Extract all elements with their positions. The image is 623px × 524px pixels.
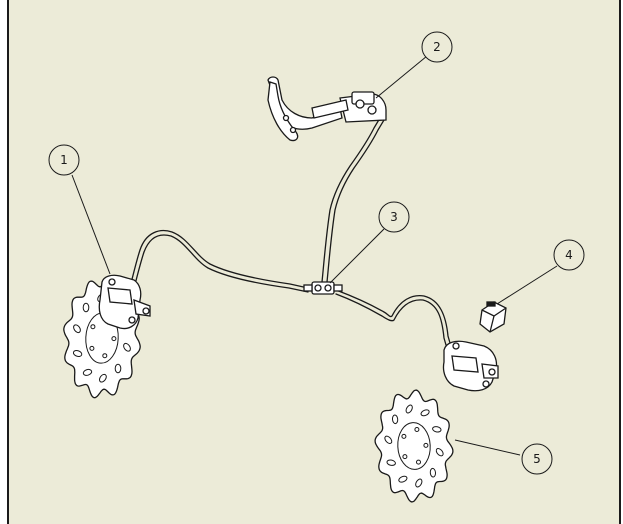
callout-4: 4	[553, 239, 585, 271]
disc-bolt-hole	[414, 427, 420, 432]
callout-2-label: 2	[433, 40, 441, 54]
disc-bolt-hole	[416, 459, 421, 465]
disc-slot	[123, 342, 131, 352]
disc-bolt-hole	[402, 454, 408, 460]
disc-slot	[73, 324, 81, 334]
disc-outline	[374, 389, 454, 503]
disc-slot	[432, 426, 442, 433]
disc-bolt-hole	[111, 336, 117, 342]
callout-3: 3	[378, 201, 410, 233]
disc-hub	[397, 422, 431, 470]
callout-1-label: 1	[60, 153, 68, 167]
disc-bolt-hole	[102, 353, 108, 359]
disc-bolt-hole	[401, 433, 407, 439]
disc-slot	[429, 467, 437, 478]
disc-slot	[391, 414, 399, 425]
callout-3-label: 3	[390, 210, 398, 224]
disc-slot	[415, 478, 423, 488]
disc-bolt-hole	[90, 324, 96, 330]
brake-lever-master-cylinder	[267, 76, 387, 142]
callout-5: 5	[521, 443, 553, 475]
disc-slot	[386, 459, 396, 466]
disc-slot	[114, 363, 122, 374]
disc-slot	[405, 404, 413, 414]
disc-slot	[82, 368, 93, 376]
callout-5-label: 5	[533, 452, 541, 466]
callout-2: 2	[421, 31, 453, 63]
callout-4-label: 4	[565, 248, 573, 262]
brake-hose-lines	[127, 117, 453, 353]
disc-slot	[72, 350, 83, 357]
disc-bolt-hole	[423, 442, 429, 448]
disc-slot	[398, 475, 408, 483]
disc-slot	[82, 302, 90, 313]
disc-slot	[98, 373, 107, 383]
callout-leaders	[71, 55, 558, 456]
right-brake-caliper	[442, 340, 499, 392]
disc-slot	[420, 409, 430, 417]
disc-slot	[384, 435, 393, 444]
callout-1: 1	[48, 144, 80, 176]
right-brake-disc	[374, 389, 454, 503]
brake-line-junction	[303, 281, 343, 295]
brake-fluid-reservoir	[479, 301, 507, 333]
drawing-canvas	[7, 0, 621, 524]
disc-bolt-hole	[89, 345, 95, 351]
left-brake-caliper	[98, 274, 151, 330]
disc-slot	[435, 448, 444, 457]
